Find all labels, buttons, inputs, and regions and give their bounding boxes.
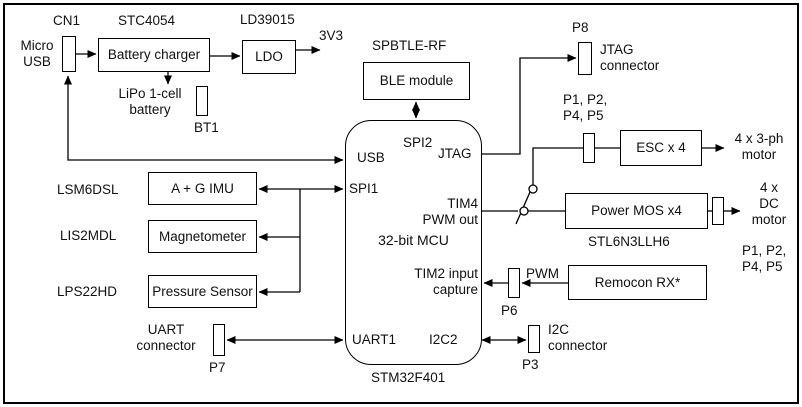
mcu-box <box>345 120 482 365</box>
pressure-sensor-box: Pressure Sensor <box>148 275 257 308</box>
dc-motor-connector <box>712 197 724 225</box>
mcu-port-spi1: SPI1 <box>349 181 379 196</box>
imu-box: A + G IMU <box>148 172 257 205</box>
lipo-battery-label: LiPo 1-cell battery <box>118 86 182 117</box>
mcu-port-i2c2: I2C2 <box>429 332 458 347</box>
ld39015-label: LD39015 <box>240 12 295 27</box>
dc-pins-label: P1, P2, P4, P5 <box>742 243 787 274</box>
rail-3v3-label: 3V3 <box>319 28 344 43</box>
esc-pins-label: P1, P2, P4, P5 <box>563 92 608 123</box>
p7-label: P7 <box>209 360 226 375</box>
motor-3ph-label: 4 x 3-ph motor <box>734 131 784 162</box>
jtag-connector-label: JTAG connector <box>600 42 660 73</box>
cn1-label: CN1 <box>53 13 81 28</box>
remocon-rx-box: Remocon RX* <box>568 265 707 300</box>
uart-connector-label: UART connector <box>136 322 196 353</box>
i2c-connector-label: I2C connector <box>548 322 608 353</box>
mcu-port-uart1: UART1 <box>352 332 397 347</box>
pwm-label: PWM <box>526 266 559 281</box>
p3-label: P3 <box>522 357 539 372</box>
lsm6dsl-label: LSM6DSL <box>57 182 119 197</box>
mcu-port-spi2: SPI2 <box>403 135 433 150</box>
stl6n3llh6-label: STL6N3LLH6 <box>588 234 670 249</box>
outer-border <box>3 3 799 404</box>
power-mos-box: Power MOS x4 <box>565 193 708 229</box>
lis2mdl-label: LIS2MDL <box>60 228 117 243</box>
stm32f401-label: STM32F401 <box>371 370 446 385</box>
mcu-port-usb: USB <box>357 150 385 165</box>
battery-charger-box: Battery charger <box>98 38 210 72</box>
ble-module-box: BLE module <box>363 62 470 100</box>
esc-pins-connector <box>583 133 595 163</box>
p8-connector <box>578 42 592 75</box>
p3-connector <box>528 325 540 353</box>
ldo-box: LDO <box>242 40 296 74</box>
spbtle-rf-label: SPBTLE-RF <box>372 38 447 53</box>
lps22hd-label: LPS22HD <box>57 284 118 299</box>
mcu-title: 32-bit MCU <box>378 232 449 248</box>
dc-motor-label: 4 x DC motor <box>751 180 787 227</box>
p6-label: P6 <box>501 303 518 318</box>
mcu-port-tim4: TIM4 PWM out <box>422 196 478 227</box>
p7-connector <box>213 324 225 356</box>
bt1-connector <box>196 86 208 116</box>
micro-usb-label: Micro USB <box>20 38 54 69</box>
micro-usb-connector <box>62 36 76 72</box>
magnetometer-box: Magnetometer <box>148 220 257 253</box>
stc4054-label: STC4054 <box>118 13 176 28</box>
mcu-port-jtag: JTAG <box>438 146 472 161</box>
p6-connector <box>508 268 520 298</box>
p8-label: P8 <box>572 20 589 35</box>
esc-box: ESC x 4 <box>620 130 702 166</box>
mcu-port-tim2: TIM2 input capture <box>414 266 478 297</box>
bt1-label: BT1 <box>194 120 219 135</box>
